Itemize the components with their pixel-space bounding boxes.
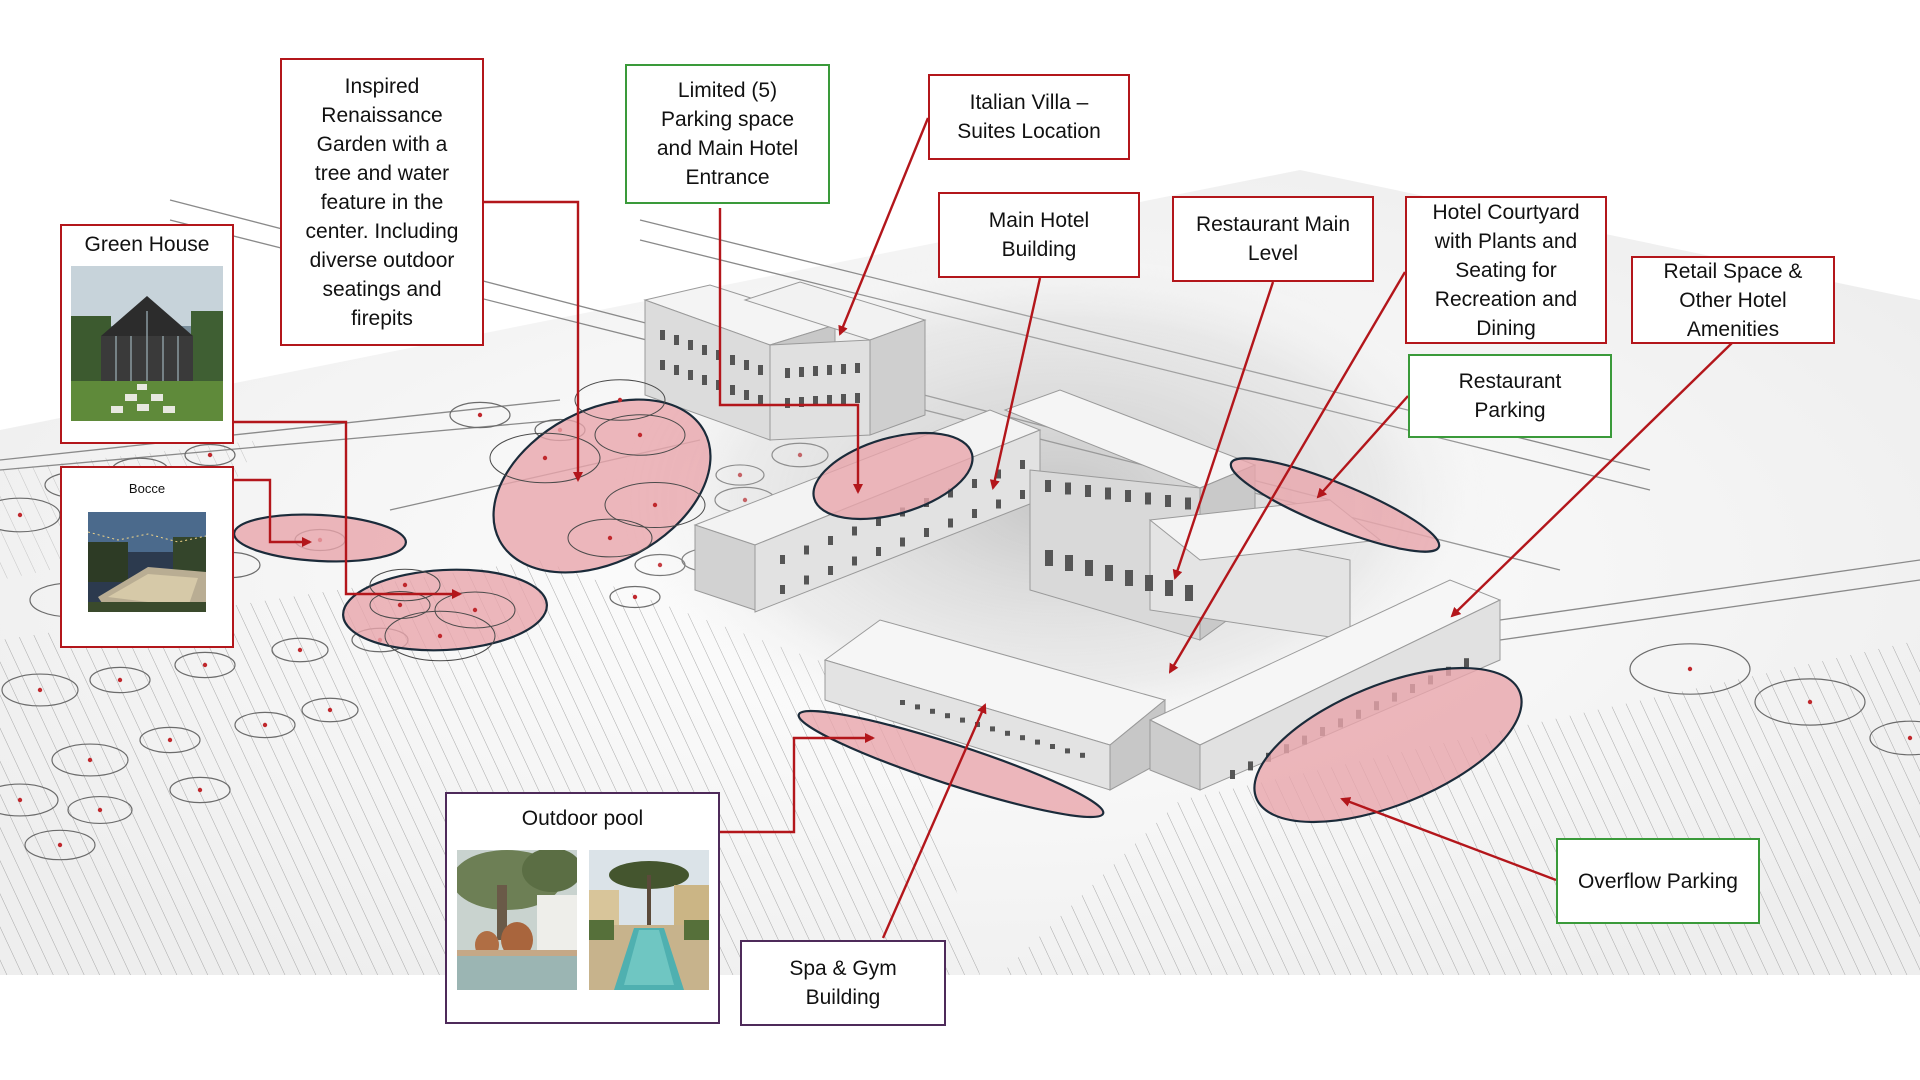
connector-limited-parking: [718, 208, 863, 494]
renaissance-garden-label: Inspired Renaissance Garden with a tree …: [280, 58, 484, 346]
connector-bocce: [234, 478, 312, 547]
spa-gym-label: Spa & Gym Building: [740, 940, 946, 1026]
restaurant-parking-label: Restaurant Parking: [1408, 354, 1612, 438]
hotel-courtyard-label: Hotel Courtyard with Plants and Seating …: [1405, 196, 1607, 344]
connector-overflow-parking: [1340, 797, 1557, 882]
bocce-card: Bocce: [60, 466, 234, 648]
zone-overflow-parking: [1253, 666, 1523, 824]
olive-tree-pool-photo: [456, 850, 577, 990]
connector-green-house: [234, 420, 462, 599]
main-hotel-building-label: Main Hotel Building: [938, 192, 1140, 278]
limited-parking-label: Limited (5) Parking space and Main Hotel…: [625, 64, 830, 204]
bocce-court-photo: [88, 512, 206, 612]
bocce-label: Bocce: [128, 481, 166, 496]
highlight-zones: [233, 398, 1523, 824]
connector-lines: [234, 117, 1734, 939]
zone-main-entrance-parking: [812, 431, 974, 521]
outdoor-pool-card: Outdoor pool: [445, 792, 720, 1024]
connector-main-hotel: [989, 277, 1042, 490]
greenhouse-photo: [71, 266, 223, 421]
connector-renaissance-garden: [482, 200, 583, 482]
connector-retail-space: [1450, 341, 1734, 618]
connector-restaurant-parking: [1316, 395, 1409, 499]
buildings: [643, 281, 1502, 791]
overflow-parking-label: Overflow Parking: [1556, 838, 1760, 924]
garden-circles: [369, 379, 706, 662]
restaurant-main-level-label: Restaurant Main Level: [1172, 196, 1374, 282]
green-house-card: Green House: [60, 224, 234, 444]
connector-restaurant-main: [1172, 281, 1275, 580]
zone-greenhouse: [342, 568, 548, 652]
zone-renaissance-garden: [492, 398, 712, 574]
italian-villa-label: Italian Villa – Suites Location: [928, 74, 1130, 160]
connector-italian-villa: [838, 117, 930, 336]
connector-outdoor-pool: [720, 733, 875, 834]
zone-bocce: [233, 513, 407, 563]
connector-hotel-courtyard: [1168, 271, 1407, 674]
green-house-label: Green House: [84, 233, 210, 256]
connector-spa-gym: [881, 703, 987, 939]
villa-pool-photo: [588, 850, 709, 990]
outdoor-pool-label: Outdoor pool: [521, 807, 644, 830]
retail-space-label: Retail Space & Other Hotel Amenities: [1631, 256, 1835, 344]
